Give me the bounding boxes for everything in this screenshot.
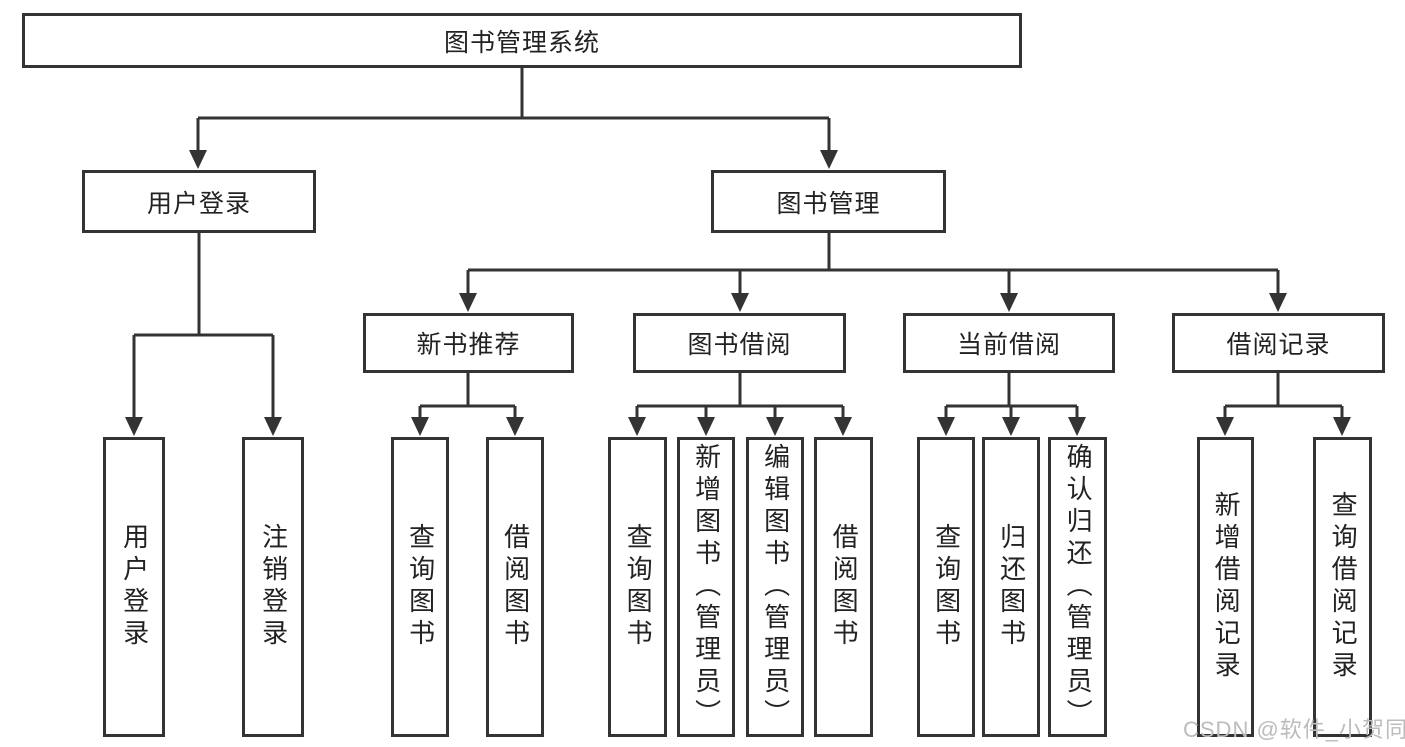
leaf-borrow-book-borrowing: 借阅图书 xyxy=(814,437,873,737)
leaf-borrow-book-borrowing-label: 借阅图书 xyxy=(829,523,860,651)
node-book-borrowing: 图书借阅 xyxy=(633,313,846,373)
leaf-user-login: 用户登录 xyxy=(103,437,165,737)
node-user-login: 用户登录 xyxy=(82,170,316,233)
tree-edges xyxy=(132,68,1344,420)
leaf-query-borrow-record: 查询借阅记录 xyxy=(1313,437,1372,737)
leaf-add-book-admin: 新增图书（管理员） xyxy=(677,437,735,737)
leaf-return-book-label: 归还图书 xyxy=(996,523,1027,651)
leaf-add-borrow-record-label: 新增借阅记录 xyxy=(1211,491,1242,683)
leaf-logout-label: 注销登录 xyxy=(258,523,289,651)
leaf-user-login-label: 用户登录 xyxy=(119,523,150,651)
leaf-query-books-recommend-label: 查询图书 xyxy=(405,523,436,651)
node-current-borrowing: 当前借阅 xyxy=(903,313,1115,373)
leaf-return-book: 归还图书 xyxy=(982,437,1040,737)
leaf-query-books-recommend: 查询图书 xyxy=(391,437,449,737)
leaf-query-borrow-record-label: 查询借阅记录 xyxy=(1328,491,1359,683)
csdn-watermark: CSDN @软件_小贺同学 xyxy=(1183,717,1405,742)
leaf-borrow-book-recommend: 借阅图书 xyxy=(486,437,544,737)
leaf-confirm-return-admin-label: 确认归还（管理员） xyxy=(1063,443,1094,731)
leaf-query-books-borrowing: 查询图书 xyxy=(608,437,667,737)
node-library-management-system: 图书管理系统 xyxy=(22,13,1022,68)
leaf-query-books-borrowing-label: 查询图书 xyxy=(623,523,654,651)
leaf-query-books-current-label: 查询图书 xyxy=(931,523,962,651)
leaf-edit-book-admin: 编辑图书（管理员） xyxy=(746,437,804,737)
leaf-edit-book-admin-label: 编辑图书（管理员） xyxy=(760,443,791,731)
leaf-query-books-current: 查询图书 xyxy=(917,437,975,737)
leaf-add-borrow-record: 新增借阅记录 xyxy=(1197,437,1254,737)
node-new-book-recommendation: 新书推荐 xyxy=(363,313,574,373)
leaf-confirm-return-admin: 确认归还（管理员） xyxy=(1048,437,1107,737)
leaf-borrow-book-recommend-label: 借阅图书 xyxy=(500,523,531,651)
leaf-add-book-admin-label: 新增图书（管理员） xyxy=(691,443,722,731)
node-book-management: 图书管理 xyxy=(711,170,946,233)
leaf-logout: 注销登录 xyxy=(242,437,304,737)
node-borrowing-records: 借阅记录 xyxy=(1172,313,1385,373)
